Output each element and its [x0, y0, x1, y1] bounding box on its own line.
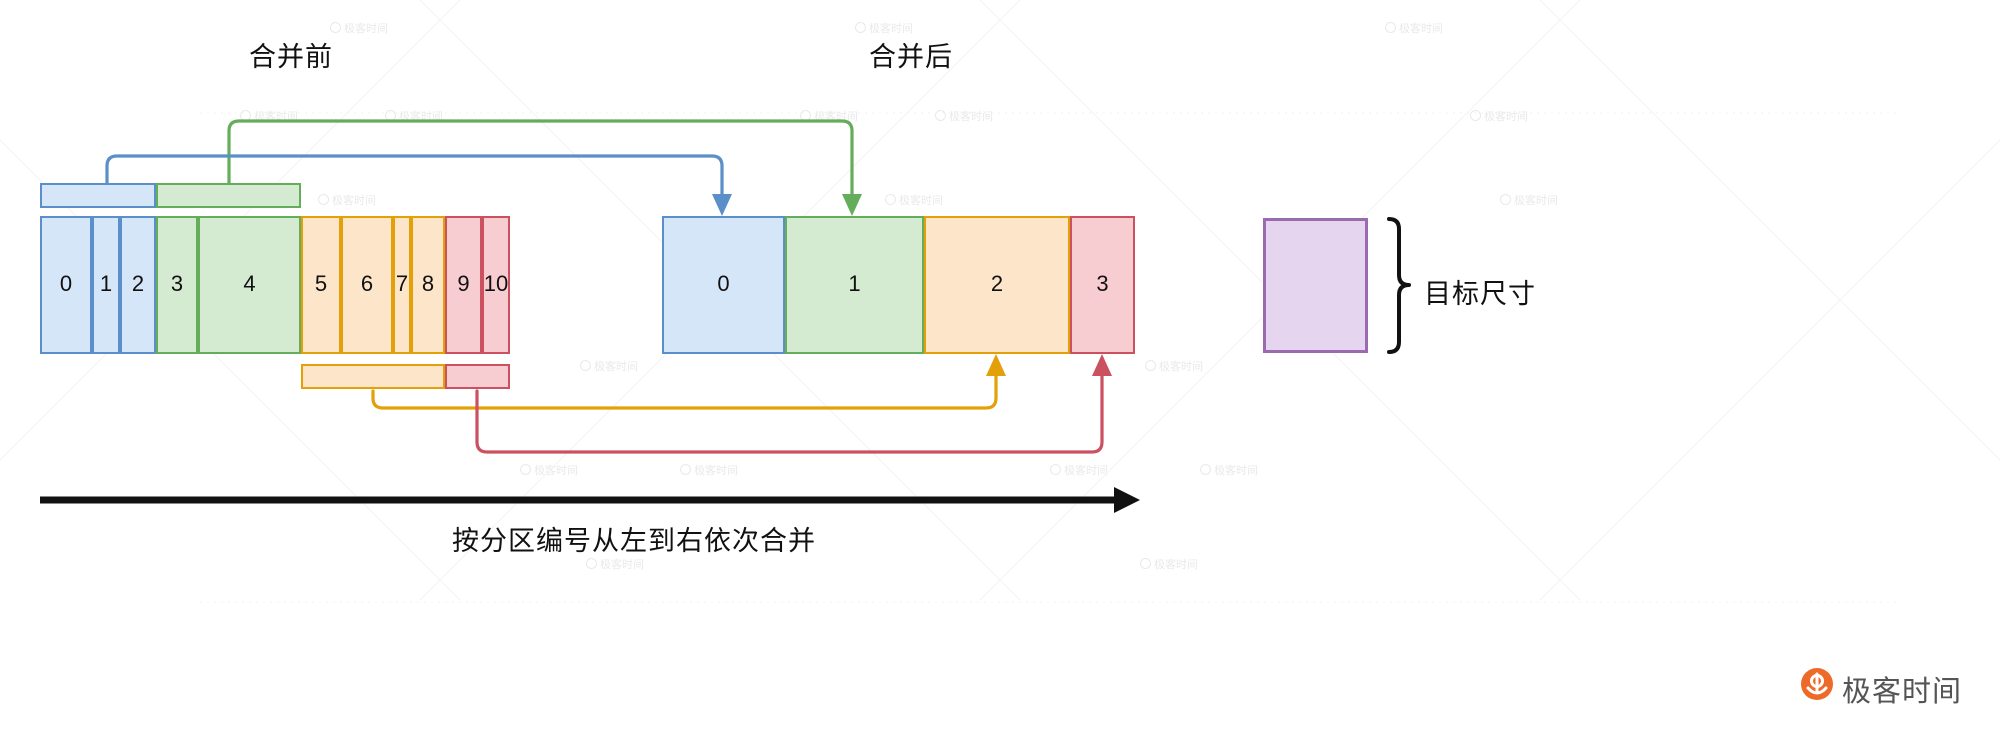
brand-logo-text: 极客时间	[1842, 676, 1963, 708]
after-segment-label-1: 1	[848, 271, 861, 296]
watermark: 极客时间	[318, 192, 376, 208]
before-segment-9	[445, 216, 482, 354]
blue-connector-path	[105, 154, 724, 202]
before-segment-label-4: 4	[243, 271, 256, 296]
green-connector-path	[227, 119, 854, 202]
watermark: 极客时间	[680, 462, 738, 478]
green-connector-arrowhead	[842, 194, 862, 216]
orange-connector-path	[371, 370, 998, 410]
watermark: 极客时间	[1145, 358, 1203, 374]
before-segment-label-6: 6	[360, 271, 374, 296]
before-segment-7	[393, 216, 411, 354]
title-before-merge: 合并前	[249, 42, 333, 72]
footer-caption: 按分区编号从左到右依次合并	[452, 526, 816, 556]
watermark: 极客时间	[1140, 556, 1198, 572]
watermark: 极客时间	[855, 20, 913, 36]
red-group-bracket	[445, 364, 510, 389]
after-segment-label-2: 2	[990, 271, 1004, 296]
watermark: 极客时间	[1500, 192, 1558, 208]
after-segment-label-0: 0	[717, 271, 730, 296]
before-segment-label-8: 8	[421, 271, 435, 296]
red-connector-arrowhead	[1092, 354, 1112, 376]
before-segment-4	[198, 216, 301, 354]
brand-logo-icon	[1801, 668, 1833, 700]
orange-connector-arrowhead	[986, 354, 1006, 376]
after-segment-label-3: 3	[1096, 271, 1109, 296]
watermark: 极客时间	[330, 20, 388, 36]
watermark: 极客时间	[935, 108, 993, 124]
before-segment-1	[92, 216, 120, 354]
before-segment-6	[341, 216, 393, 354]
watermark: 极客时间	[586, 556, 644, 572]
direction-arrow	[40, 487, 1140, 513]
before-segment-label-1: 1	[99, 271, 113, 296]
target-size-brace	[1387, 217, 1411, 354]
target-size-box	[1263, 218, 1368, 353]
watermark: 极客时间	[1050, 462, 1108, 478]
after-segment-3	[1070, 216, 1135, 354]
before-segment-5	[301, 216, 341, 354]
target-size-label: 目标尺寸	[1424, 279, 1536, 309]
after-segment-0	[662, 216, 785, 354]
before-segment-label-10: 10	[483, 271, 509, 296]
before-segment-label-7: 7	[395, 271, 409, 296]
watermark: 极客时间	[1470, 108, 1528, 124]
blue-group-bracket	[40, 183, 156, 208]
watermark: 极客时间	[580, 358, 638, 374]
red-connector-path	[475, 370, 1104, 454]
before-segment-0	[40, 216, 92, 354]
before-segment-label-0: 0	[59, 271, 73, 296]
brand-logo: 极客时间	[1801, 668, 1962, 710]
title-after-merge: 合并后	[869, 42, 953, 72]
watermark: 极客时间	[1385, 20, 1443, 36]
before-segment-10	[482, 216, 510, 354]
orange-group-bracket	[301, 364, 445, 389]
before-segment-label-5: 5	[314, 271, 328, 296]
before-segment-2	[120, 216, 156, 354]
green-group-bracket	[156, 183, 301, 208]
before-segment-label-2: 2	[131, 271, 145, 296]
before-segment-label-9: 9	[457, 271, 470, 296]
watermark: 极客时间	[520, 462, 578, 478]
blue-connector-arrowhead	[712, 194, 732, 216]
before-segment-3	[156, 216, 198, 354]
before-segment-8	[411, 216, 445, 354]
watermark: 极客时间	[1200, 462, 1258, 478]
after-segment-1	[785, 216, 924, 354]
after-segment-2	[924, 216, 1070, 354]
watermark: 极客时间	[885, 192, 943, 208]
before-segment-label-3: 3	[170, 271, 184, 296]
